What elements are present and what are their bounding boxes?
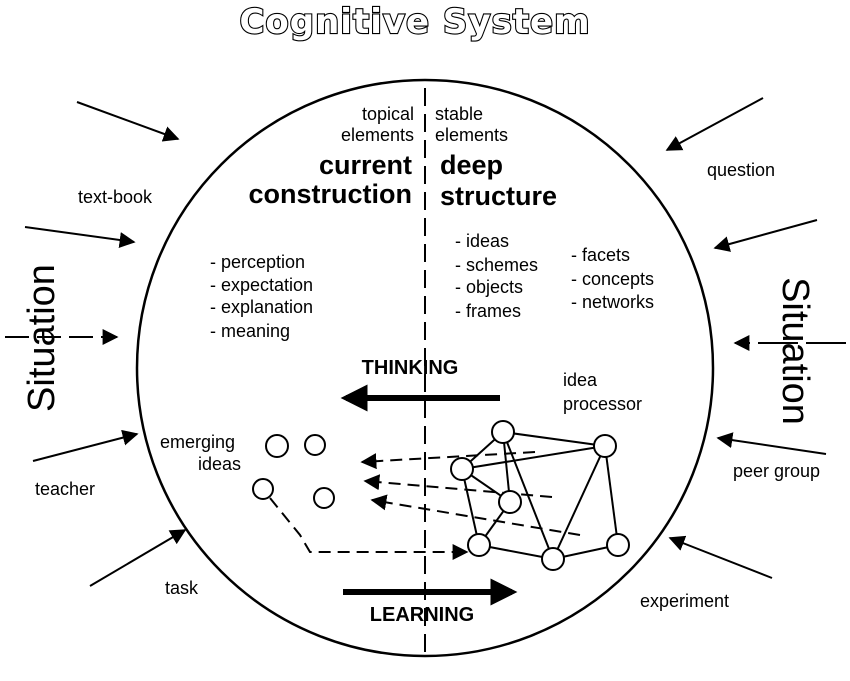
network-node: [606, 533, 630, 557]
topical-label-1: topical: [362, 104, 414, 124]
emerging-idea-node: [304, 434, 326, 456]
stable-label-2: elements: [435, 125, 508, 145]
mid-list-item: - objects: [455, 277, 523, 297]
network-node: [498, 490, 522, 514]
thinking-label: THINKING: [362, 357, 459, 379]
input-label-experiment: experiment: [640, 591, 729, 611]
deep-heading-2: structure: [440, 181, 557, 211]
mid-list-item: - schemes: [455, 255, 538, 275]
input-arrow: [716, 432, 827, 455]
situation-right-label: Situation: [774, 277, 816, 425]
left-list-item: - perception: [210, 252, 305, 272]
input-arrow: [24, 226, 136, 248]
input-label-question: question: [707, 160, 775, 180]
input-arrow: [713, 219, 818, 252]
input-arrow: [76, 101, 180, 142]
mid-list-item: - frames: [455, 301, 521, 321]
current-heading-2: construction: [248, 179, 412, 209]
emerging-idea-node: [252, 478, 274, 500]
stable-label-1: stable: [435, 104, 483, 124]
network-node: [491, 420, 515, 444]
emerging-ideas-label-2: ideas: [198, 454, 241, 474]
input-arrow: [668, 535, 773, 579]
network-node: [593, 434, 617, 458]
current-heading-1: current: [319, 150, 412, 180]
diagram-title: Cognitive System: [239, 2, 590, 42]
network-node: [450, 457, 474, 481]
learning-label: LEARNING: [370, 604, 474, 626]
emerging-idea-node: [265, 434, 289, 458]
right-list-item: - concepts: [571, 269, 654, 289]
emerging-to-network-path: [269, 497, 469, 560]
right-list-item: - facets: [571, 245, 630, 265]
cognitive-system-circle: [135, 78, 715, 658]
idea-processor-label-2: processor: [563, 394, 642, 414]
idea-flow-arrow: [370, 494, 581, 536]
topical-label-2: elements: [341, 125, 414, 145]
mid-list-item: - ideas: [455, 231, 509, 251]
input-arrow: [665, 97, 764, 151]
idea-flow-arrow: [363, 474, 553, 498]
left-list-item: - explanation: [210, 297, 313, 317]
input-label-teacher: teacher: [35, 479, 95, 499]
network-node: [541, 547, 565, 571]
emerging-idea-node: [313, 487, 335, 509]
input-arrow: [32, 429, 139, 462]
left-list-item: - expectation: [210, 275, 313, 295]
input-label-peer-group: peer group: [733, 461, 820, 481]
idea-processor-label-1: idea: [563, 370, 598, 390]
right-list-item: - networks: [571, 292, 654, 312]
input-label-text-book: text-book: [78, 187, 153, 207]
deep-heading-1: deep: [440, 150, 503, 180]
left-list-item: - meaning: [210, 321, 290, 341]
emerging-ideas-label-1: emerging: [160, 432, 235, 452]
input-arrow: [89, 529, 187, 587]
network-node: [467, 533, 491, 557]
input-label-task: task: [165, 578, 199, 598]
